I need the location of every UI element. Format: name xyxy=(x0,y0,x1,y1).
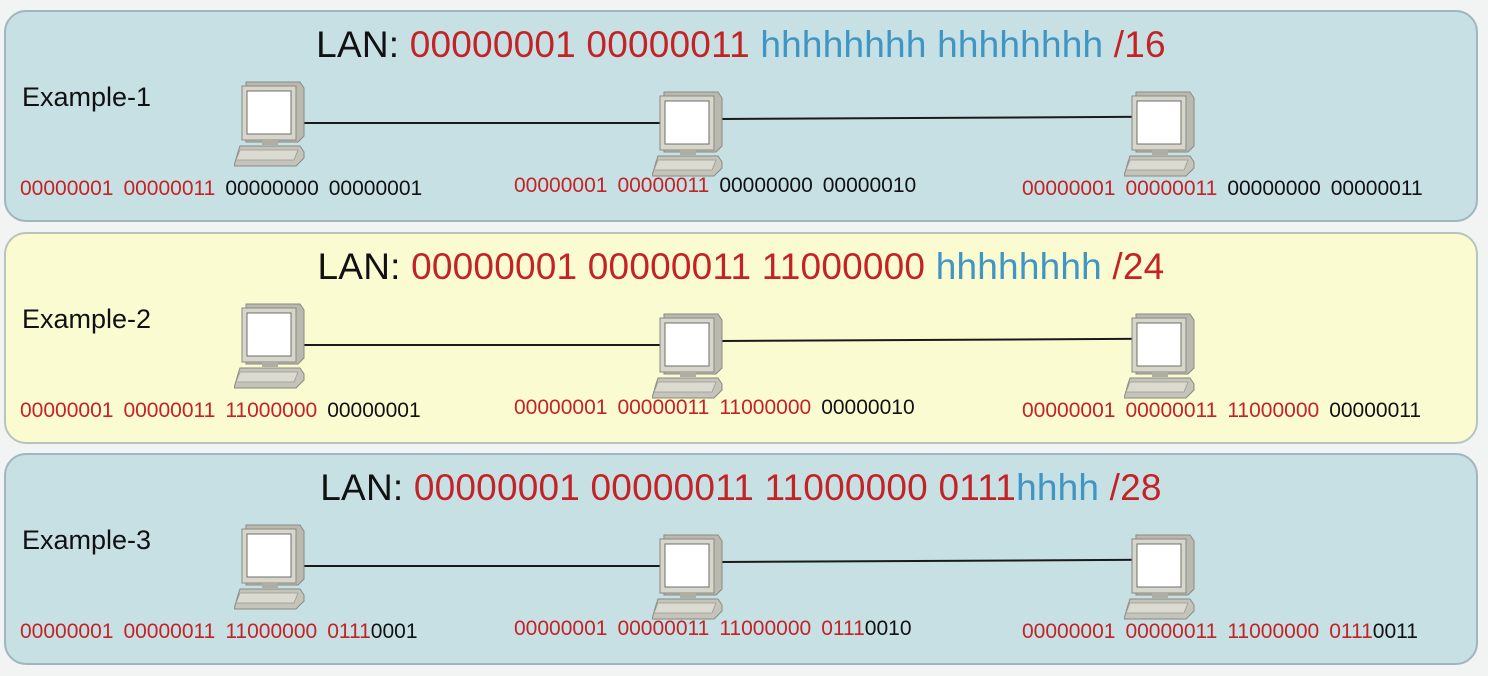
address-octet: 00000001 xyxy=(1022,399,1116,422)
host-address: 00000001 00000011 11000000 01110001 xyxy=(20,620,418,644)
lan-title-segment: hhhh xyxy=(1016,467,1100,508)
address-octet: 00000011 xyxy=(1125,620,1218,643)
lan-title-segment: LAN: xyxy=(317,246,412,287)
example-label: Example-2 xyxy=(22,304,152,334)
host-address: 00000001 00000011 11000000 00000001 xyxy=(20,399,421,423)
address-octet: 00000001 xyxy=(20,399,114,422)
computer-icon xyxy=(234,80,306,170)
host-address: 00000001 00000011 00000000 00000010 xyxy=(514,174,916,198)
network-link xyxy=(719,115,1148,120)
address-octet: 11000000 xyxy=(1227,399,1320,422)
computer-icon xyxy=(1124,312,1196,402)
address-octet: 0011 xyxy=(1372,620,1418,643)
address-octet: 00000011 xyxy=(1329,399,1422,422)
address-octet: 00000011 xyxy=(617,617,710,640)
example-panel-2: LAN: 00000001 00000011 11000000 hhhhhhhh… xyxy=(4,232,1478,444)
address-octet: 00000011 xyxy=(1125,399,1218,422)
address-octet: 11000000 xyxy=(719,396,812,419)
address-octet: 0010 xyxy=(864,617,912,640)
computer-icon xyxy=(652,312,724,402)
address-octet: 00000000 xyxy=(719,174,813,197)
address-octet: 0111 xyxy=(1329,620,1373,643)
address-octet: 00000011 xyxy=(123,399,216,422)
network-link xyxy=(719,558,1148,563)
address-octet: 0001 xyxy=(370,620,418,643)
address-octet: 00000011 xyxy=(123,620,216,643)
lan-title-segment: LAN: xyxy=(316,24,410,65)
host-address: 00000001 00000011 00000000 00000001 xyxy=(20,177,422,201)
host-address: 00000001 00000011 11000000 01110010 xyxy=(514,617,912,641)
lan-title: LAN: 00000001 00000011 11000000 hhhhhhhh… xyxy=(6,246,1476,288)
computer-icon xyxy=(234,302,306,392)
address-octet: 0111 xyxy=(821,617,865,640)
computer-icon xyxy=(652,90,724,180)
address-octet: 0111 xyxy=(327,620,371,643)
example-label: Example-1 xyxy=(22,82,152,112)
address-octet: 00000011 xyxy=(1330,177,1423,200)
host-address: 00000001 00000011 11000000 00000010 xyxy=(514,396,915,420)
example-panel-3: LAN: 00000001 00000011 11000000 0111hhhh… xyxy=(4,453,1478,665)
address-octet: 00000000 xyxy=(225,177,319,200)
host-address: 00000001 00000011 11000000 00000011 xyxy=(1022,399,1421,423)
network-link xyxy=(302,344,662,346)
address-octet: 00000011 xyxy=(1125,177,1218,200)
address-octet: 00000001 xyxy=(514,617,608,640)
address-octet: 00000001 xyxy=(1022,177,1116,200)
network-link xyxy=(302,122,662,124)
lan-title-segment: LAN: xyxy=(320,467,414,508)
host-address: 00000001 00000011 00000000 00000011 xyxy=(1022,177,1423,201)
lan-title: LAN: 00000001 00000011 11000000 0111hhhh… xyxy=(6,467,1476,509)
lan-title: LAN: 00000001 00000011 hhhhhhhh hhhhhhhh… xyxy=(6,24,1476,66)
network-link xyxy=(719,337,1148,342)
computer-icon xyxy=(652,533,724,623)
computer-icon xyxy=(1124,90,1196,180)
example-panel-1: LAN: 00000001 00000011 hhhhhhhh hhhhhhhh… xyxy=(4,10,1478,222)
lan-title-segment: 00000001 00000011 xyxy=(409,24,761,65)
lan-title-segment: hhhhhhhh hhhhhhhh xyxy=(760,24,1104,65)
address-octet: 00000000 xyxy=(1227,177,1321,200)
address-octet: 00000001 xyxy=(514,174,608,197)
host-address: 00000001 00000011 11000000 01110011 xyxy=(1022,620,1418,644)
lan-title-segment: /28 xyxy=(1099,467,1162,508)
lan-title-segment: 00000001 00000011 11000000 0111 xyxy=(413,467,1017,508)
address-octet: 00000001 xyxy=(20,620,114,643)
lan-title-segment: /16 xyxy=(1103,24,1166,65)
computer-icon xyxy=(1124,533,1196,623)
address-octet: 00000010 xyxy=(822,174,917,197)
lan-title-segment: hhhhhhhh xyxy=(935,246,1102,287)
address-octet: 00000001 xyxy=(514,396,608,419)
address-octet: 00000001 xyxy=(328,177,423,200)
address-octet: 00000001 xyxy=(1022,620,1116,643)
computer-icon xyxy=(234,523,306,613)
lan-title-segment: 00000001 00000011 11000000 xyxy=(411,246,936,287)
address-octet: 00000011 xyxy=(123,177,216,200)
address-octet: 00000011 xyxy=(617,174,710,197)
address-octet: 00000010 xyxy=(821,396,915,419)
example-label: Example-3 xyxy=(22,525,152,555)
address-octet: 11000000 xyxy=(719,617,812,640)
address-octet: 00000001 xyxy=(327,399,421,422)
address-octet: 11000000 xyxy=(1227,620,1320,643)
lan-title-segment: /24 xyxy=(1101,246,1165,287)
address-octet: 11000000 xyxy=(225,399,318,422)
network-link xyxy=(302,565,662,567)
address-octet: 11000000 xyxy=(225,620,318,643)
address-octet: 00000001 xyxy=(20,177,114,200)
address-octet: 00000011 xyxy=(617,396,710,419)
